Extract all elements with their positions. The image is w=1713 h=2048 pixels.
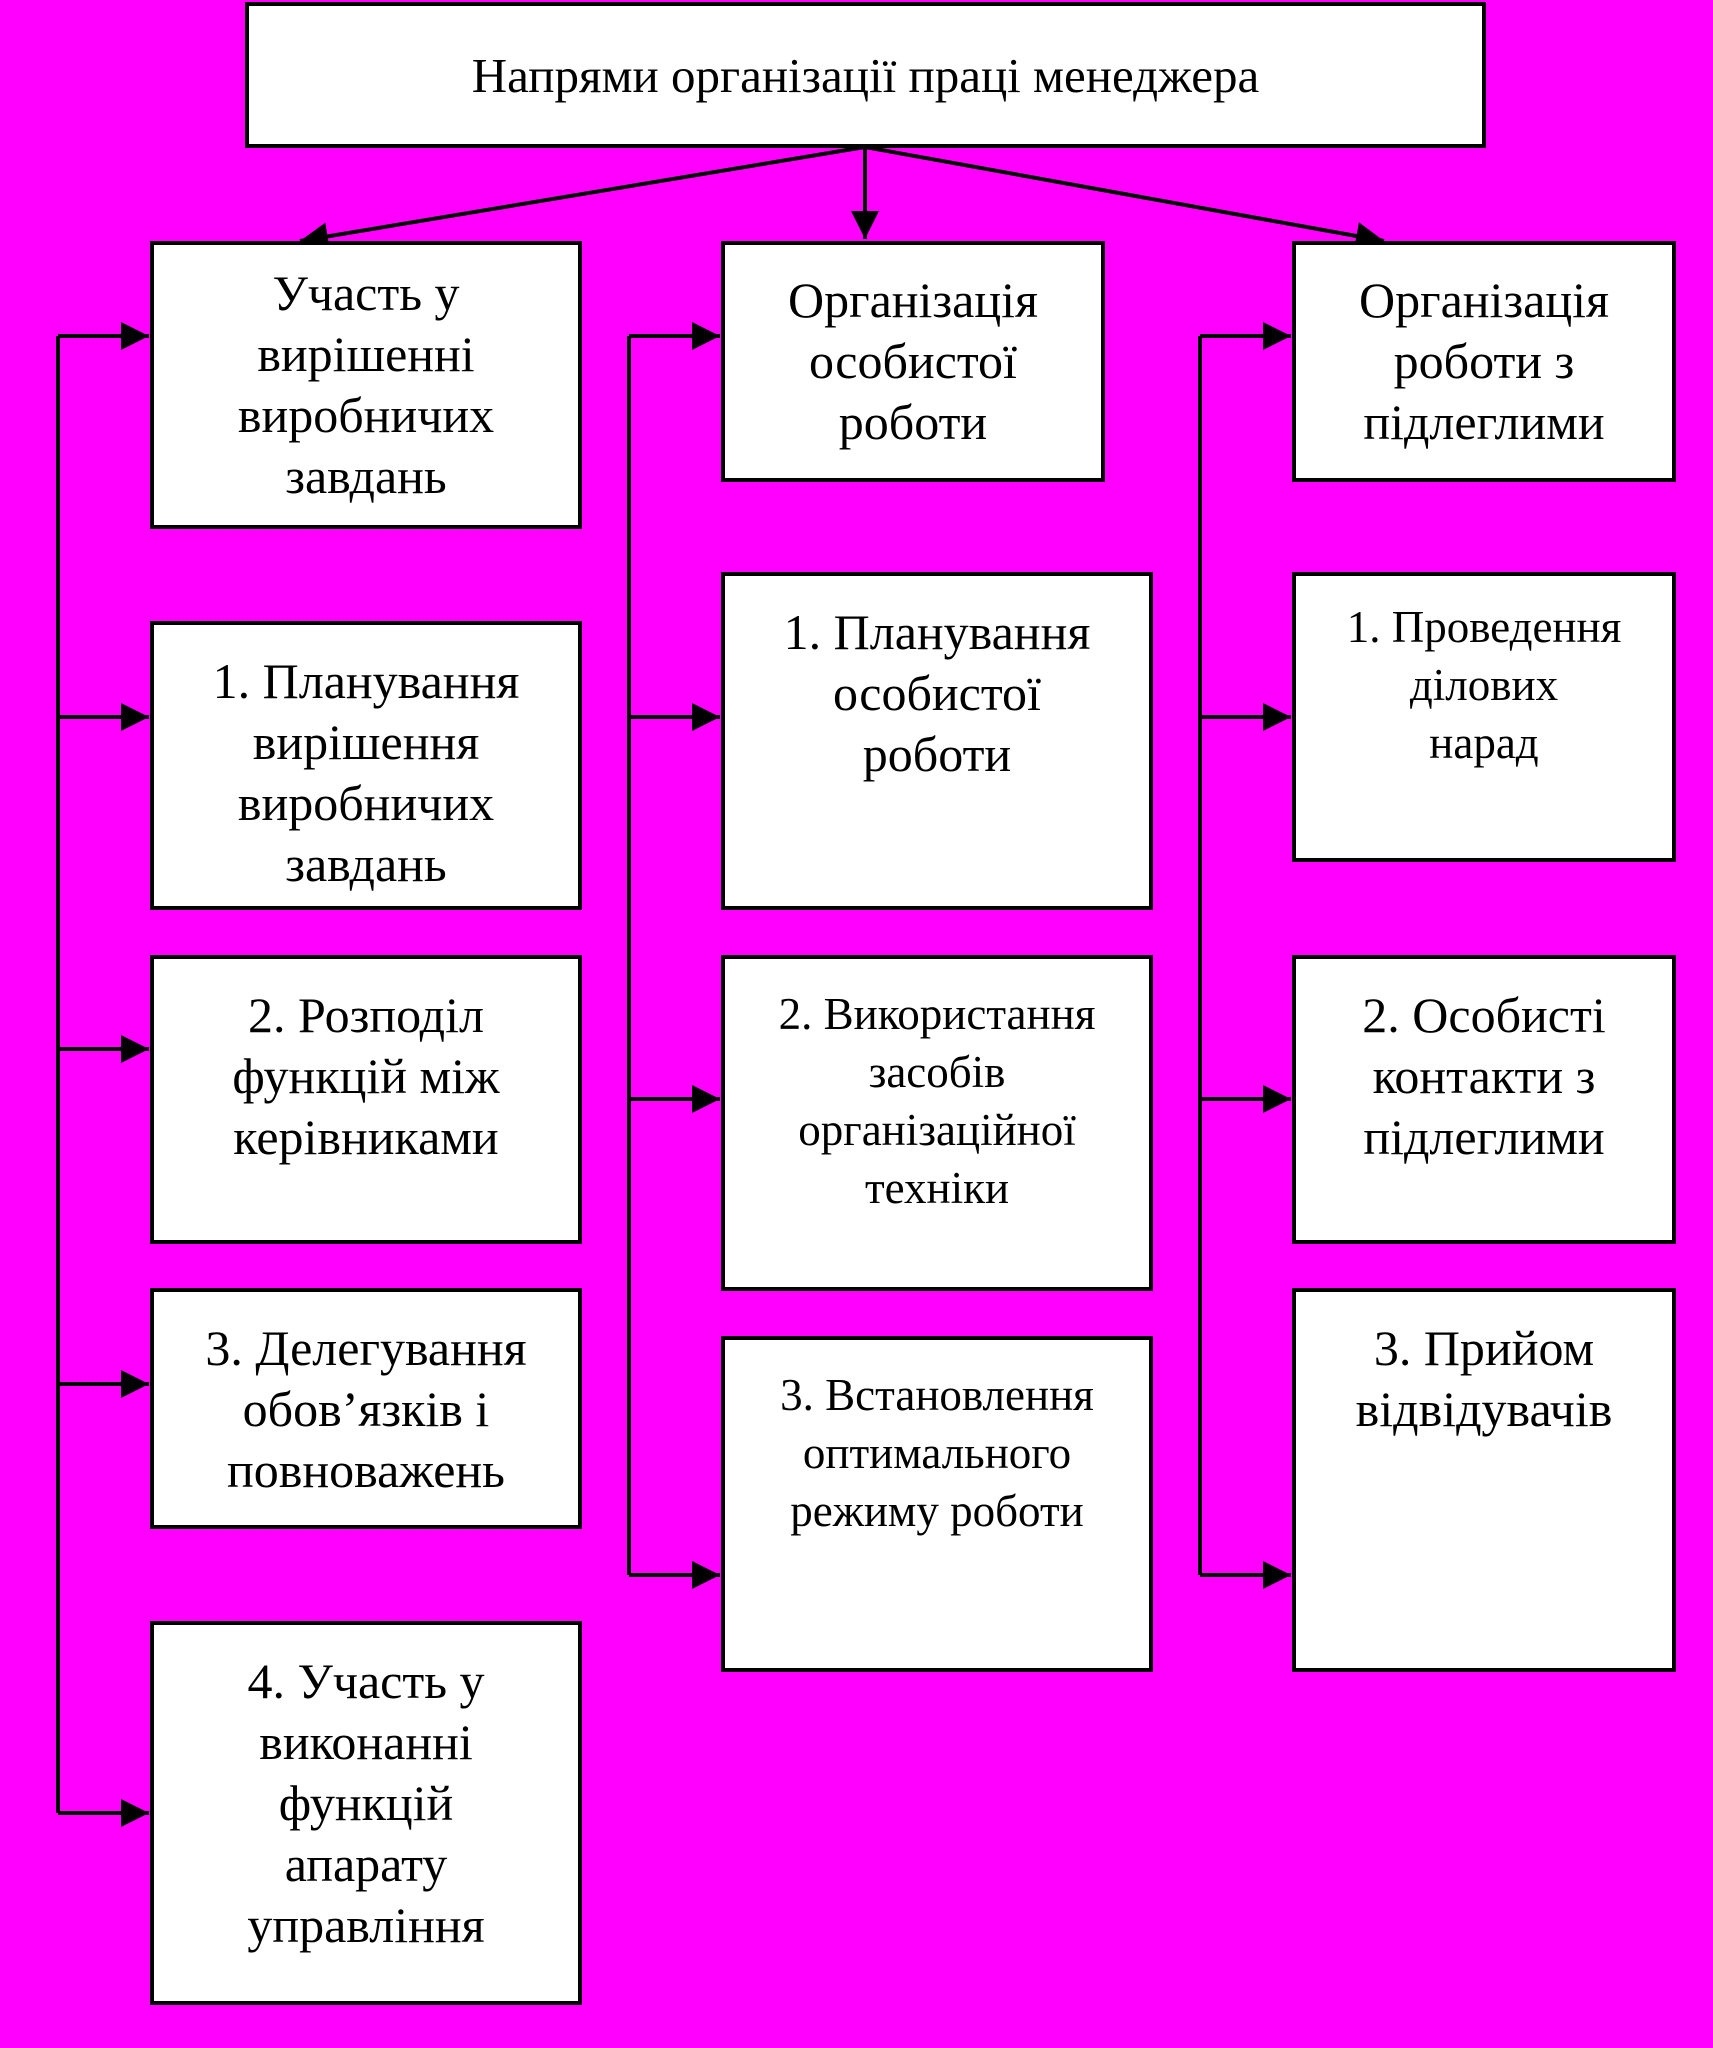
- col1-item3: 3. Делегування обов’язків і повноважень: [205, 1320, 527, 1498]
- col2-heading-box: Організація особистої роботи: [721, 241, 1105, 482]
- col3-heading-box: Організація роботи з підлеглими: [1292, 241, 1676, 482]
- col3-item2: 2. Особисті контакти з підлеглими: [1362, 987, 1606, 1165]
- col1-item4: 4. Участь у виконанні функцій апарату уп…: [247, 1653, 485, 1953]
- col2-heading: Організація особистої роботи: [787, 272, 1039, 450]
- col1-item3-box: 3. Делегування обов’язків і повноважень: [150, 1288, 582, 1529]
- col2-item2-box: 2. Використання засобів організаційної т…: [721, 955, 1153, 1291]
- col2-item1: 1. Планування особистої роботи: [783, 604, 1091, 782]
- col1-heading: Участь у вирішенні виробничих завдань: [237, 265, 495, 504]
- arrow-title-to-col1: [299, 145, 866, 251]
- col2-item2: 2. Використання засобів організаційної т…: [778, 989, 1096, 1213]
- diagram-title-box: Напрями організації праці менеджера: [245, 2, 1486, 148]
- col1-item2-box: 2. Розподіл функцій між керівниками: [150, 955, 582, 1244]
- col1-item1: 1. Планування вирішення виробничих завда…: [212, 653, 520, 892]
- col2-item3-box: 3. Встановлення оптимального режиму робо…: [721, 1336, 1153, 1672]
- col1-item4-box: 4. Участь у виконанні функцій апарату уп…: [150, 1621, 582, 2005]
- col3-item2-box: 2. Особисті контакти з підлеглими: [1292, 955, 1676, 1244]
- col3-item3: 3. Прийом відвідувачів: [1355, 1320, 1613, 1437]
- col3-item1-box: 1. Проведення ділових нарад: [1292, 572, 1676, 862]
- col1-heading-box: Участь у вирішенні виробничих завдань: [150, 241, 582, 529]
- col2-item1-box: 1. Планування особистої роботи: [721, 572, 1153, 910]
- col1-item1-box: 1. Планування вирішення виробничих завда…: [150, 621, 582, 910]
- diagram-title: Напрями організації праці менеджера: [471, 47, 1260, 103]
- arrow-title-to-col3: [864, 145, 1385, 250]
- col1-item2: 2. Розподіл функцій між керівниками: [232, 987, 500, 1165]
- col2-item3: 3. Встановлення оптимального режиму робо…: [780, 1370, 1094, 1536]
- col3-item3-box: 3. Прийом відвідувачів: [1292, 1288, 1676, 1672]
- col3-heading: Організація роботи з підлеглими: [1358, 272, 1610, 450]
- col3-item1: 1. Проведення ділових нарад: [1346, 602, 1622, 768]
